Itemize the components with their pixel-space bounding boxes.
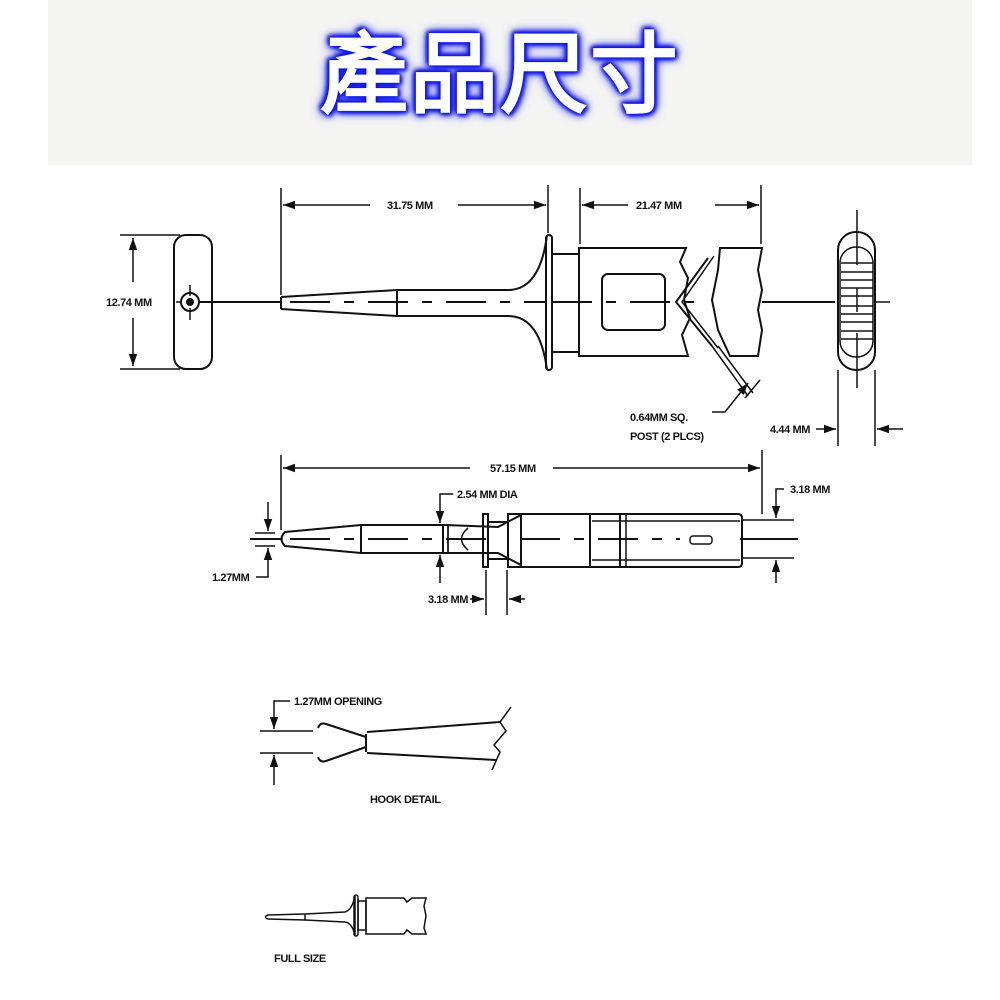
dim-neck-label: 3.18 MM [428,594,468,606]
post-note-line2: POST (2 PLCS) [630,431,704,443]
hook-detail-caption: HOOK DETAIL [370,794,441,806]
dim-overall-length-label: 57.15 MM [490,463,536,475]
dim-shaft-dia-label: 2.54 MM DIA [457,489,518,501]
post-note-line1: 0.64MM SQ. [630,412,688,424]
side-view: 57.15 MM 1.27MM 2.54 MM DIA [212,450,831,615]
hook-detail: 1.27MM OPENING HOOK DETAIL [260,696,512,806]
probe-top-outline [280,234,835,397]
page-title: 產品尺寸 [319,23,680,126]
full-size-view: FULL SIZE [264,894,428,965]
left-end-view: 12.74 MM [106,234,280,370]
top-view: 12.74 MM 31.75 MM [106,185,903,446]
dim-tip-label: 1.27MM [212,572,250,584]
full-size-caption: FULL SIZE [274,953,326,965]
dim-end-height-label: 3.18 MM [790,484,830,496]
right-end-view: 4.44 MM [770,210,903,446]
dim-body-length-label: 21.47 MM [636,200,682,212]
dim-opening-label: 1.27MM OPENING [294,696,382,708]
dim-end-width-label: 4.44 MM [770,424,810,436]
dim-tip-to-flange-label: 31.75 MM [387,200,433,212]
title-banner [48,0,972,165]
dim-height-label: 12.74 MM [106,297,152,309]
